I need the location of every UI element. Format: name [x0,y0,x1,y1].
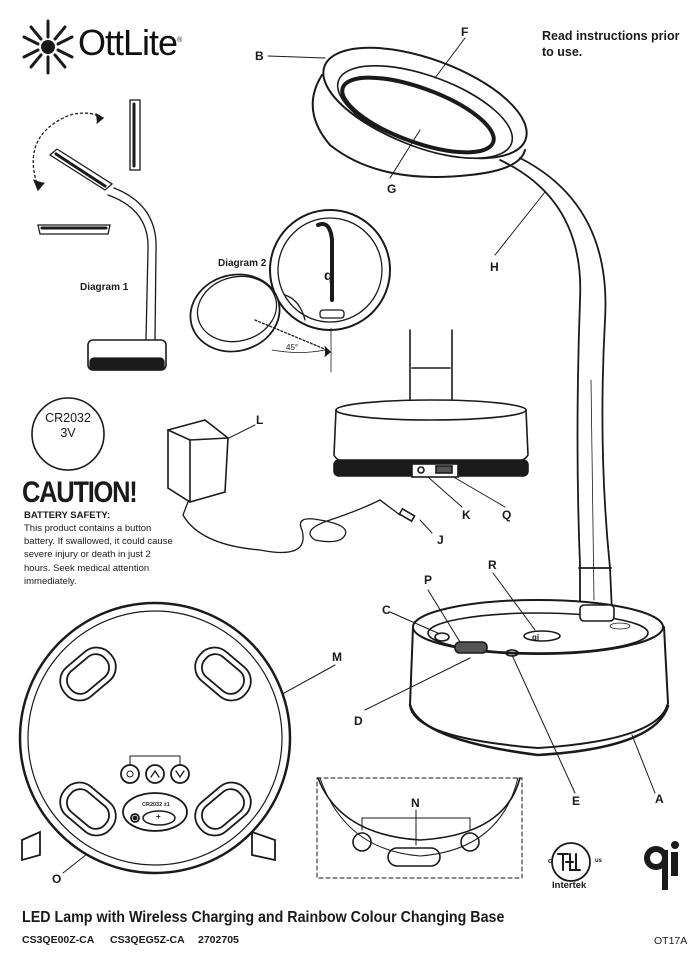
ottlite-logo-icon [22,19,74,75]
battery-compartment-glyph: + [156,812,161,821]
etl-lab-name: Intertek [552,880,587,891]
model-code-3: 2702705 [198,934,239,946]
callout-b: B [255,49,264,63]
callout-q: Q [502,508,512,522]
callout-l: L [256,413,264,427]
diagram-2: q [189,209,391,373]
angle-label: 45° [286,343,299,352]
callout-o: O [52,872,62,886]
battery-voltage: 3V [60,426,76,440]
read-instructions-notice: Read instructions prior to use. [542,29,680,59]
model-code-1: CS3QE00Z-CA [22,934,95,946]
power-adapter [167,419,416,554]
qi-logo-icon [644,841,679,890]
callout-n: N [411,796,420,810]
callout-e: E [572,794,581,808]
lamp-base: qi [408,599,670,757]
battery-safety-heading: BATTERY SAFETY: [24,510,111,521]
registered-mark-icon: ® [177,37,182,44]
callout-f: F [461,25,469,39]
battery-safety-text: This product contains a button battery. … [24,523,173,587]
caution-heading: CAUTION! [22,476,138,509]
svg-text:qi: qi [532,633,539,642]
callout-c: C [382,603,391,617]
diagram-1-label: Diagram 1 [80,282,129,293]
etl-mark-icon [551,842,591,882]
battery-compartment-label: CR2032 ±1 [142,802,170,808]
callout-a: A [655,792,664,806]
diagram-2-label: Diagram 2 [218,258,267,269]
callout-j: J [437,533,444,547]
product-title: LED Lamp with Wireless Charging and Rain… [22,909,505,926]
lamp-head [311,46,528,178]
brand-name: OttLite® [78,22,182,64]
diagram-1 [32,99,167,371]
etl-us-mark: us [595,858,603,864]
callout-r: R [488,558,497,572]
document-code: OT17A [654,935,688,947]
etl-c-mark: c [548,858,552,865]
svg-text:q: q [324,267,333,283]
callout-g: G [387,182,397,196]
brand-name-text: OttLite [78,22,178,63]
callout-p: P [424,573,433,587]
callout-m: M [332,650,342,664]
model-code-2: CS3QEG5Z-CA [110,934,185,946]
lamp-gooseneck [499,157,613,613]
callout-d: D [354,714,363,728]
control-panel-closeup [316,777,523,879]
base-closeup [333,329,529,478]
callout-h: H [490,260,499,274]
battery-model: CR2032 [45,411,91,425]
battery-icon: CR2032 3V [34,411,102,441]
base-underside [18,601,292,875]
callout-k: K [462,508,471,522]
